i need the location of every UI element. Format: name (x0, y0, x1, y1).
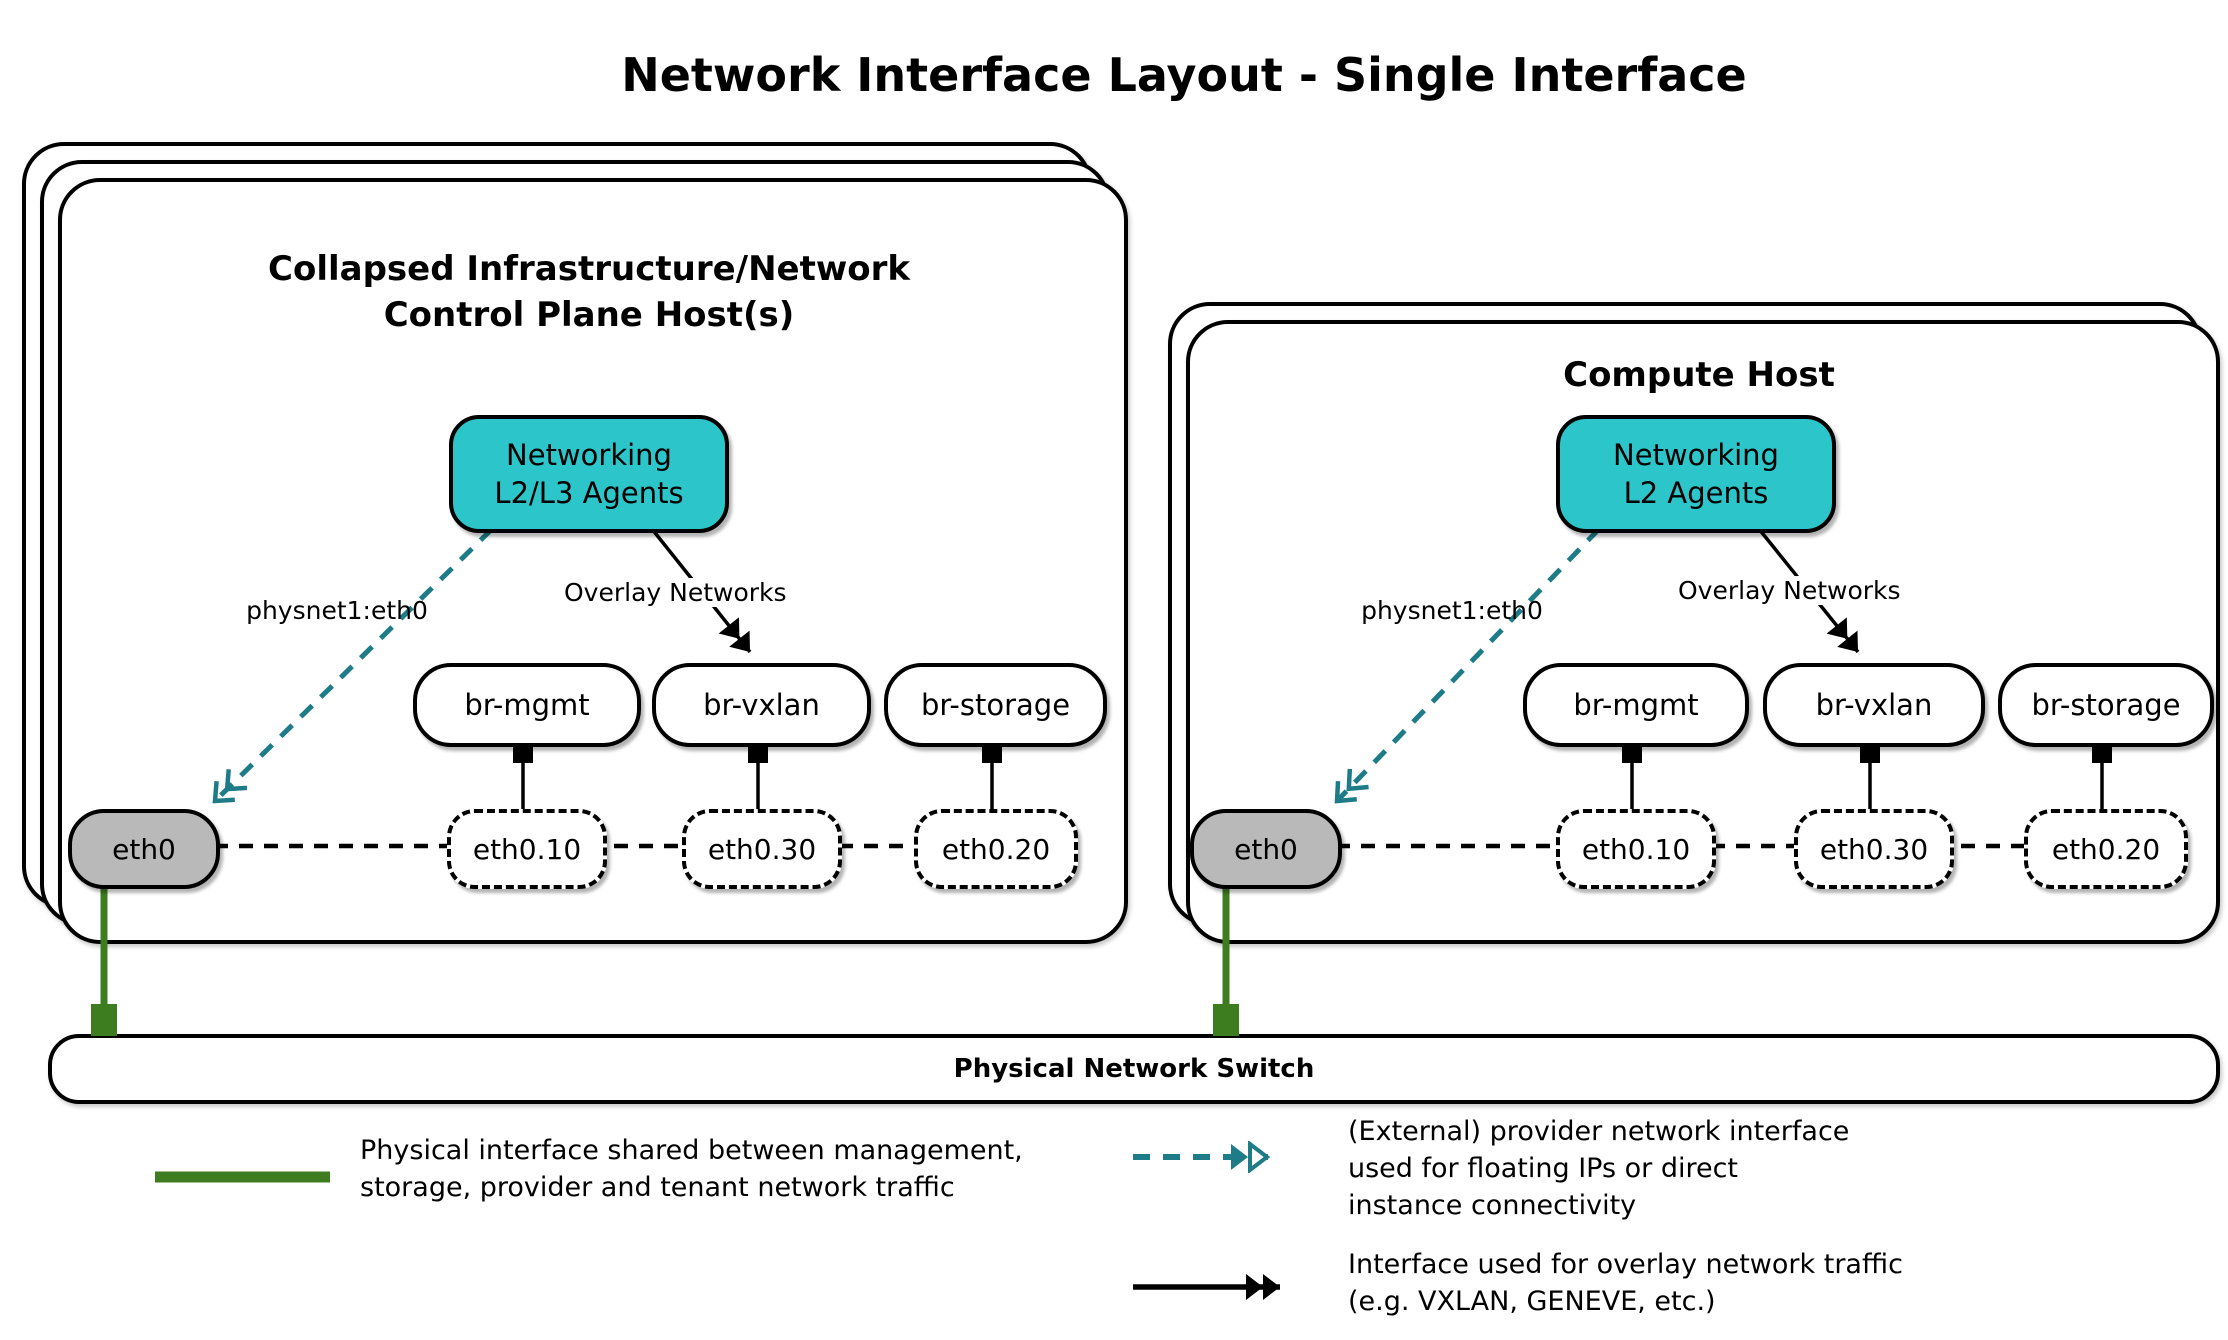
overlay-network-label-right: Overlay Networks (1672, 576, 1907, 605)
agent-label-line2: L2/L3 Agents (494, 476, 684, 510)
control-plane-host-title: Collapsed Infrastructure/Network Control… (58, 246, 1120, 338)
phys-interface-eth0-right: eth0 (1190, 809, 1342, 889)
legend-line: Interface used for overlay network traff… (1348, 1249, 1903, 1280)
agent-label-line2: L2 Agents (1623, 476, 1769, 510)
vlan-interface-eth0.30-right: eth0.30 (1794, 809, 1954, 889)
control-plane-host-title-line2: Control Plane Host(s) (383, 295, 795, 335)
legend-line: instance connectivity (1348, 1190, 1637, 1221)
bridge-br-storage-left: br-storage (884, 663, 1107, 747)
agent-label-line1: Networking (1613, 438, 1779, 472)
overlay-network-label-text: Overlay Networks (558, 578, 793, 607)
bridge-br-mgmt-right: br-mgmt (1523, 663, 1749, 747)
legend-overlay-interface-text: Interface used for overlay network traff… (1348, 1246, 1903, 1320)
bridge-br-vxlan-left: br-vxlan (652, 663, 871, 747)
legend-line: (e.g. VXLAN, GENEVE, etc.) (1348, 1286, 1716, 1317)
bridge-br-storage-right: br-storage (1998, 663, 2214, 747)
uplink-plug-left (91, 1004, 117, 1036)
agent-label-line1: Networking (506, 438, 672, 472)
provider-network-arrow-left (212, 527, 494, 804)
phys-interface-eth0-left: eth0 (68, 809, 220, 889)
provider-network-arrow-right (1334, 527, 1601, 804)
bridge-br-vxlan-right: br-vxlan (1763, 663, 1985, 747)
overlay-network-label-left: Overlay Networks (558, 578, 793, 607)
provider-network-label-right: physnet1:eth0 (1361, 596, 1543, 625)
legend-line: used for floating IPs or direct (1348, 1153, 1739, 1184)
vlan-interface-eth0.20-left: eth0.20 (914, 809, 1078, 889)
physical-network-switch: Physical Network Switch (48, 1034, 2220, 1104)
legend-line: storage, provider and tenant network tra… (360, 1172, 955, 1203)
vlan-interface-eth0.10-right: eth0.10 (1556, 809, 1716, 889)
networking-agents-node-right: Networking L2 Agents (1556, 415, 1836, 533)
vlan-interface-eth0.10-left: eth0.10 (447, 809, 607, 889)
compute-host-title-line1: Compute Host (1563, 355, 1835, 395)
legend-physical-interface-text: Physical interface shared between manage… (360, 1132, 1023, 1206)
legend-line: (External) provider network interface (1348, 1116, 1850, 1147)
compute-host-title: Compute Host (1186, 352, 2212, 398)
physical-network-switch-label: Physical Network Switch (953, 1054, 1315, 1084)
legend-line: Physical interface shared between manage… (360, 1135, 1023, 1166)
vlan-interface-eth0.30-left: eth0.30 (682, 809, 842, 889)
bridge-br-mgmt-left: br-mgmt (413, 663, 641, 747)
overlay-network-label-text: Overlay Networks (1672, 576, 1907, 605)
provider-network-label-left: physnet1:eth0 (246, 596, 428, 625)
networking-agents-node-left: Networking L2/L3 Agents (449, 415, 729, 533)
legend-provider-interface-text: (External) provider network interface us… (1348, 1113, 1849, 1224)
vlan-interface-eth0.20-right: eth0.20 (2024, 809, 2188, 889)
diagram-title: Network Interface Layout - Single Interf… (621, 48, 1747, 102)
control-plane-host-title-line1: Collapsed Infrastructure/Network (268, 249, 910, 289)
uplink-plug-right (1213, 1004, 1239, 1036)
